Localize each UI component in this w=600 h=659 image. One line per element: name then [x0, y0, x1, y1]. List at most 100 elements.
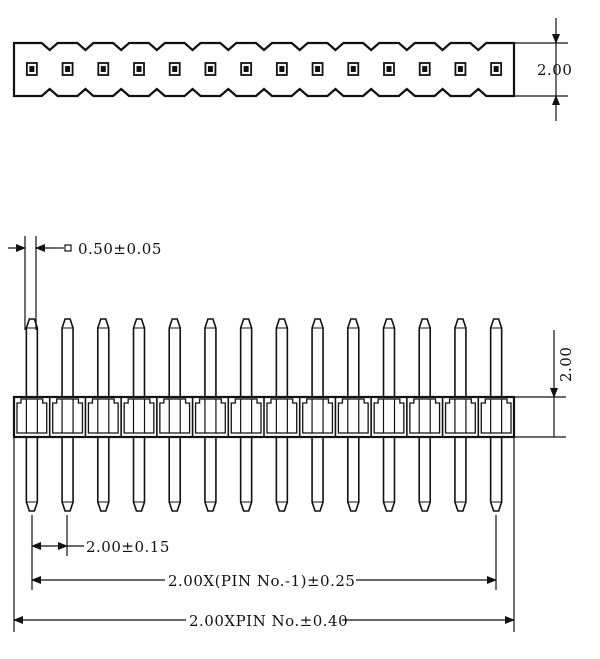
side-view-lower-pins: [25, 437, 503, 512]
housing-cell: [194, 398, 226, 434]
housing-cell: [230, 398, 262, 434]
upper-pin: [61, 318, 74, 397]
pitch-label: 2.00±0.15: [86, 538, 170, 556]
top-pin-square-outer: [311, 62, 324, 76]
lower-pin: [454, 437, 467, 512]
bottom-dimensions: [13, 437, 515, 632]
housing-cell: [302, 398, 334, 434]
top-pin-square-outer: [418, 62, 431, 76]
top-pin-square: [133, 62, 145, 76]
housing-cell: [444, 398, 476, 434]
side-view: 0.50±0.05 2.00: [8, 236, 575, 512]
upper-pin: [311, 318, 324, 397]
housing-cell: [123, 398, 155, 434]
top-pin-square-inner: [279, 66, 285, 72]
side-view-upper-pins: [25, 318, 503, 397]
top-pin-square-inner: [422, 66, 428, 72]
top-pin-square: [240, 62, 253, 76]
top-pin-square-outer: [347, 62, 360, 76]
top-pin-square-inner: [493, 66, 499, 72]
top-view: 2.00: [12, 18, 572, 121]
upper-pin: [418, 318, 432, 397]
top-view-height-dimension: [514, 18, 568, 121]
lower-pin: [132, 437, 146, 512]
top-pin-square-outer: [25, 62, 38, 76]
housing-cell: [373, 398, 405, 434]
body-height-dimension: [514, 330, 566, 438]
top-pin-square: [418, 62, 431, 76]
top-pin-square-inner: [386, 66, 392, 72]
upper-pin: [96, 318, 110, 397]
top-pin-square: [168, 62, 181, 76]
pin-size-label: 0.50±0.05: [78, 240, 162, 258]
square-section-symbol: [64, 244, 72, 252]
top-pin-square: [490, 62, 503, 76]
housing-cell: [337, 398, 369, 434]
top-pin-square: [347, 62, 360, 76]
top-pin-square-inner: [350, 66, 356, 72]
housing-cell: [409, 398, 441, 434]
top-pin-square: [454, 62, 467, 76]
lower-pin: [96, 437, 110, 512]
housing-cell: [480, 398, 512, 434]
top-pin-square-outer: [168, 62, 181, 76]
upper-pin: [346, 318, 360, 397]
lower-pin: [239, 437, 253, 512]
upper-pin: [25, 318, 39, 397]
top-pin-square-inner: [172, 66, 178, 72]
upper-pin: [454, 318, 467, 397]
top-pin-square-inner: [315, 66, 321, 72]
top-pin-square: [25, 62, 38, 76]
top-view-body-outline: [12, 41, 516, 98]
housing-cell: [266, 398, 298, 434]
upper-pin: [382, 318, 396, 397]
top-pin-square-outer: [97, 62, 110, 76]
housing-cell: [87, 398, 119, 434]
lower-pin: [382, 437, 396, 512]
housing-cell: [52, 398, 84, 434]
top-pin-square: [61, 62, 74, 76]
top-pin-square-inner: [100, 66, 106, 72]
top-view-height-label: 2.00: [537, 61, 572, 79]
upper-pin: [204, 318, 217, 397]
top-pin-square: [311, 62, 324, 76]
upper-pin: [239, 318, 253, 397]
body-height-label: 2.00: [557, 347, 575, 382]
top-pin-square-outer: [490, 62, 503, 76]
top-pin-square-outer: [133, 62, 145, 76]
top-pin-square-inner: [207, 66, 213, 72]
lower-pin: [311, 437, 324, 512]
overall-length-label: 2.00XPIN No.±0.40: [189, 612, 348, 630]
lower-pin: [275, 437, 289, 512]
first-to-last-pin-label: 2.00X(PIN No.-1)±0.25: [168, 572, 355, 590]
lower-pin: [489, 437, 503, 512]
top-pin-square-inner: [29, 66, 35, 72]
side-view-housing-cells: [16, 397, 512, 437]
lower-pin: [25, 437, 39, 512]
top-pin-square-outer: [204, 62, 217, 76]
upper-pin: [168, 318, 182, 397]
top-pin-square: [275, 62, 288, 76]
top-pin-square-outer: [275, 62, 288, 76]
top-pin-square-inner: [136, 66, 142, 72]
lower-pin: [204, 437, 217, 512]
upper-pin: [275, 318, 289, 397]
lower-pin: [346, 437, 360, 512]
top-pin-square-inner: [243, 66, 249, 72]
top-pin-square-outer: [454, 62, 467, 76]
top-pin-square-inner: [457, 66, 463, 72]
top-pin-square-outer: [383, 62, 395, 76]
upper-pin: [132, 318, 146, 397]
top-pin-square: [383, 62, 395, 76]
lower-pin: [168, 437, 182, 512]
upper-pin: [489, 318, 503, 397]
top-view-pin-squares: [25, 62, 503, 76]
top-pin-square-inner: [65, 66, 71, 72]
pin-size-callout: [8, 236, 72, 330]
lower-pin: [418, 437, 432, 512]
top-pin-square-outer: [61, 62, 74, 76]
top-pin-square: [97, 62, 110, 76]
housing-cell: [159, 398, 191, 434]
lower-pin: [61, 437, 74, 512]
